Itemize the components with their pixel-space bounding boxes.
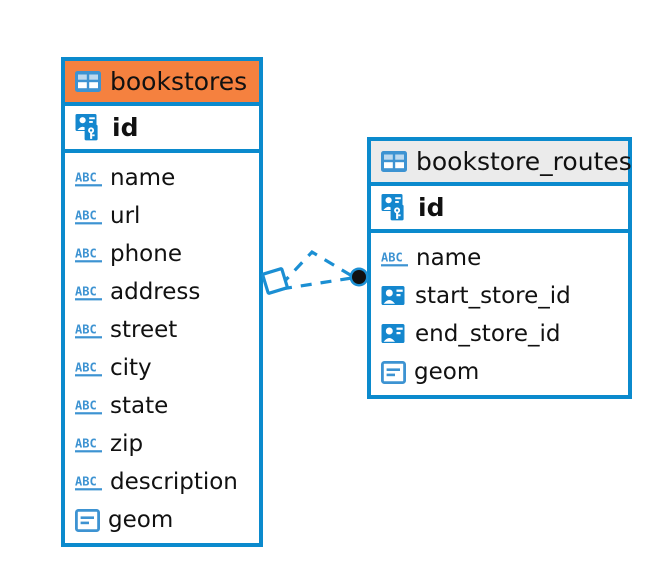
svg-text:ABC: ABC [381, 250, 403, 264]
field-label: state [110, 392, 169, 419]
abc-text-icon: ABC [75, 436, 102, 452]
relationship-endpoint-dot [349, 267, 369, 287]
entity-header-bookstore-routes[interactable]: bookstore_routes [371, 141, 632, 186]
field-label: address [110, 278, 201, 305]
abc-text-icon: ABC [75, 398, 102, 414]
field-row-name[interactable]: ABC name [371, 239, 628, 277]
field-label: city [110, 354, 152, 381]
abc-text-icon: ABC [75, 322, 102, 338]
geometry-icon [381, 360, 406, 384]
field-label-primary-key: id [112, 113, 139, 142]
entity-bookstore-routes[interactable]: bookstore_routes id ABC [367, 137, 632, 399]
table-icon [381, 151, 407, 172]
field-label-primary-key: id [418, 193, 445, 222]
field-label: name [110, 164, 176, 191]
field-label: geom [108, 506, 174, 533]
field-label: zip [110, 430, 144, 457]
field-row-geom[interactable]: geom [371, 353, 628, 391]
abc-text-icon: ABC [75, 474, 102, 490]
svg-text:ABC: ABC [75, 246, 97, 260]
field-row-address[interactable]: ABC address [65, 273, 259, 311]
primary-key-icon [381, 194, 404, 221]
field-label: geom [414, 358, 480, 385]
field-row-start-store-id[interactable]: start_store_id [371, 277, 628, 315]
field-row-primary-key[interactable]: id [371, 186, 628, 233]
table-icon [75, 71, 101, 92]
relationship-endpoint-diamond [261, 267, 289, 295]
relationship-line-upper [279, 249, 353, 287]
field-row-end-store-id[interactable]: end_store_id [371, 315, 628, 353]
field-row-primary-key[interactable]: id [65, 106, 259, 153]
field-row-name[interactable]: ABC name [65, 159, 259, 197]
svg-text:ABC: ABC [75, 208, 97, 222]
abc-text-icon: ABC [75, 208, 102, 224]
field-row-city[interactable]: ABC city [65, 349, 259, 387]
field-label: description [110, 468, 238, 495]
field-row-zip[interactable]: ABC zip [65, 425, 259, 463]
svg-text:ABC: ABC [75, 170, 97, 184]
svg-text:ABC: ABC [75, 436, 97, 450]
entity-title: bookstores [110, 67, 248, 96]
svg-text:ABC: ABC [75, 398, 97, 412]
field-label: start_store_id [415, 282, 571, 309]
field-row-state[interactable]: ABC state [65, 387, 259, 425]
field-label: end_store_id [415, 320, 561, 347]
field-label: url [110, 202, 141, 229]
field-label: name [416, 244, 482, 271]
svg-text:ABC: ABC [75, 322, 97, 336]
field-label: phone [110, 240, 182, 267]
abc-text-icon: ABC [75, 284, 102, 300]
entity-title: bookstore_routes [416, 147, 632, 176]
field-row-street[interactable]: ABC street [65, 311, 259, 349]
relationship-line-lower [280, 276, 353, 291]
field-list: ABC name ABC url ABC phone [65, 153, 259, 543]
field-row-phone[interactable]: ABC phone [65, 235, 259, 273]
abc-text-icon: ABC [75, 246, 102, 262]
abc-text-icon: ABC [75, 360, 102, 376]
abc-text-icon: ABC [381, 250, 408, 266]
entity-bookstores[interactable]: bookstores id ABC [61, 57, 263, 547]
field-row-geom[interactable]: geom [65, 501, 259, 539]
primary-key-icon [75, 114, 98, 141]
entity-header-bookstores[interactable]: bookstores [65, 61, 259, 106]
geometry-icon [75, 508, 100, 532]
svg-text:ABC: ABC [75, 284, 97, 298]
field-label: street [110, 316, 178, 343]
field-list: ABC name start_store_id [371, 233, 628, 395]
svg-text:ABC: ABC [75, 474, 97, 488]
foreign-key-icon [381, 324, 405, 343]
foreign-key-icon [381, 286, 405, 305]
svg-text:ABC: ABC [75, 360, 97, 374]
field-row-description[interactable]: ABC description [65, 463, 259, 501]
field-row-url[interactable]: ABC url [65, 197, 259, 235]
abc-text-icon: ABC [75, 170, 102, 186]
